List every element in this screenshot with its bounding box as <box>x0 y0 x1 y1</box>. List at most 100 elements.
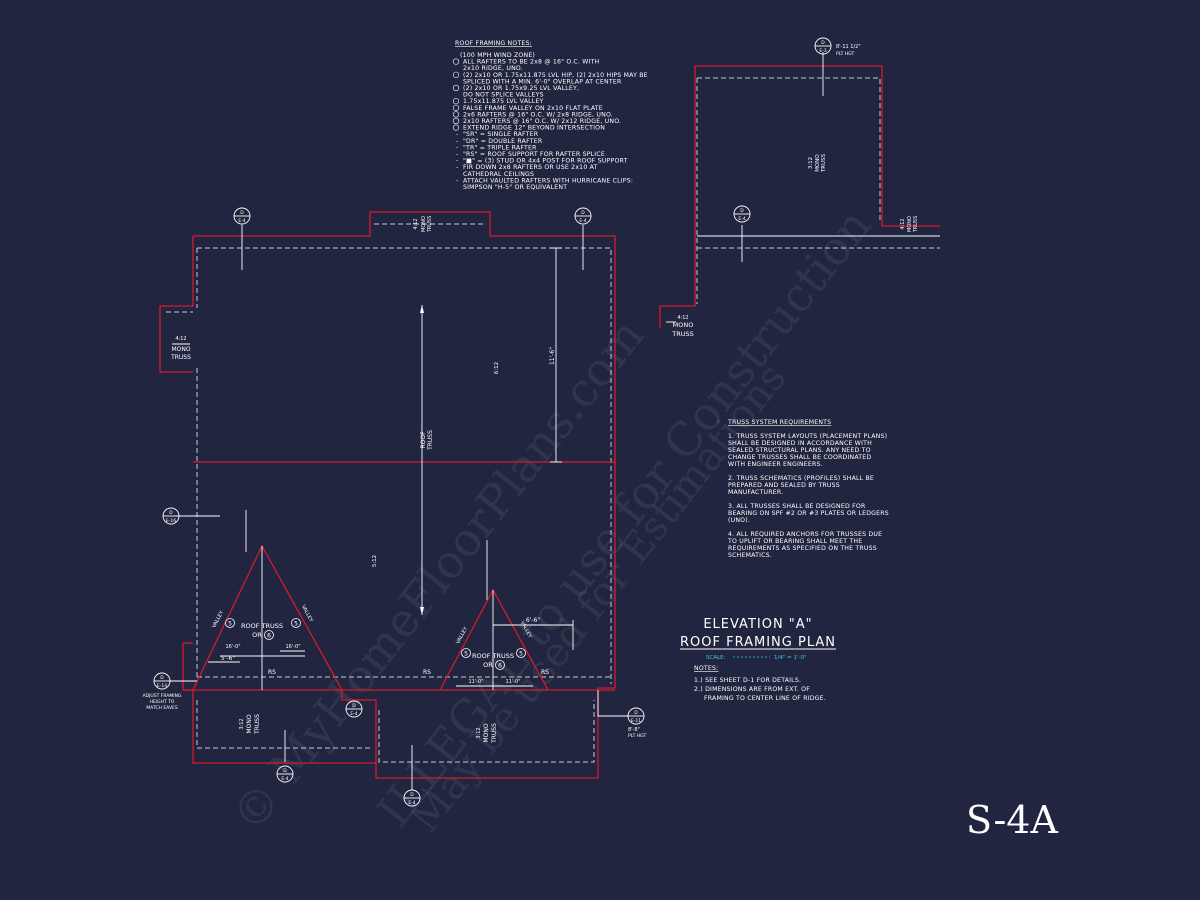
bm-truss: TRUSS <box>491 723 498 744</box>
top-truss: TRUSS <box>427 216 433 234</box>
truss-req-lines: 1. TRUSS SYSTEM LAYOUTS (PLACEMENT PLANS… <box>727 433 889 559</box>
roof-note-marker <box>452 111 460 118</box>
main-truss-label: TRUSS <box>427 430 434 451</box>
plt-hgt-top: PLT HGT <box>836 51 854 57</box>
roof-note-line: "DR" = DOUBLE RAFTER <box>463 138 543 145</box>
gr-dim-6-6: 6'-6" <box>526 617 540 624</box>
right-mono-label: MONO <box>815 154 821 172</box>
plan-title-line-2: ROOF FRAMING PLAN <box>680 635 836 650</box>
right-edge-mono: MONO <box>907 216 913 232</box>
gl-dim-16: 16'-0" <box>225 644 240 650</box>
roof-note-marker <box>452 71 460 78</box>
cbr-sheet: E-11 <box>631 718 641 724</box>
roof-note-line: SIMPSON "H-5" OR EQUIVALENT <box>463 184 567 191</box>
cl-d: D <box>169 510 173 516</box>
gr-dim-11b: 11'-0" <box>505 679 520 685</box>
gr-c6: 6 <box>498 663 502 670</box>
roof-note-line: (100 MPH WIND ZONE) <box>460 52 535 59</box>
truss-req-title: TRUSS SYSTEM REQUIREMENTS <box>727 419 831 426</box>
gl-or: OR <box>252 631 262 639</box>
roof-note-line: FIR DOWN 2x8 RAFTERS OR USE 2x10 AT <box>463 164 598 171</box>
truss-req-line: SCHEMATICS. <box>728 552 772 559</box>
adjust-line-1: ADJUST FRAMING <box>143 693 182 699</box>
plan-title-block: ELEVATION "A" ROOF FRAMING PLAN SCALE: 1… <box>680 617 836 661</box>
roof-note-line: "■" = (3) STUD OR 4x4 POST FOR ROOF SUPP… <box>463 158 628 165</box>
plan-note-2: 2.) DIMENSIONS ARE FROM EXT. OF <box>694 686 810 693</box>
small-mono-left: MONO <box>673 321 694 329</box>
adjust-line-3: MATCH EAVES <box>146 705 178 711</box>
main-roof-label: ROOF <box>420 431 427 449</box>
gr-valley-l: VALLEY <box>455 625 469 645</box>
callout-top-center: D E-4 <box>574 207 592 225</box>
roof-note-line: "SR" = SINGLE RAFTER <box>463 131 539 138</box>
roof-note-marker <box>452 104 460 111</box>
roof-notes-title: ROOF FRAMING NOTES: <box>455 40 532 47</box>
right-roof-outline: 3:12 MONO TRUSS 4:12 MONO TRUSS 4:12 MON… <box>659 37 940 338</box>
roof-note-line: 2x10 RIDGE, UNO. <box>463 65 523 72</box>
plan-scale-value: 1/4" = 1'-0" <box>774 655 807 661</box>
roof-note-line: EXTEND RIDGE 12" BEYOND INTERSECTION <box>463 125 605 132</box>
roof-note-line: DO NOT SPLICE VALLEYS <box>463 92 544 99</box>
truss-req-line: (UNO). <box>728 517 750 524</box>
gl-c5b: 5 <box>294 621 298 628</box>
cbl-d: D <box>160 675 164 681</box>
right-edge-pitch: 4:12 <box>900 218 906 229</box>
callout-tr-d: D <box>821 40 825 46</box>
roof-note-line: "TR" = TRIPLE RAFTER <box>463 144 537 151</box>
roof-note-bullet: - <box>456 177 458 184</box>
roof-note-line: 2x10 RAFTERS @ 16" O.C. W/ 2x12 RIDGE, U… <box>463 117 621 125</box>
right-pitch-label: 3:12 <box>808 157 814 169</box>
cbr-d: D <box>634 710 638 716</box>
cbb-sheet: E-4 <box>408 800 415 806</box>
truss-req-line: TO UPLIFT OR BEARING SHALL MEET THE <box>727 538 862 545</box>
roof-note-bullet: - <box>456 144 458 151</box>
gl-dim-16b: 16'-0" <box>285 644 300 650</box>
sheet-number: S-4A <box>966 798 1058 842</box>
roof-note-marker <box>452 124 460 131</box>
watermark-line-2: ILLEGAL to use for Construction <box>366 199 881 837</box>
roof-note-bullet: - <box>456 131 458 138</box>
roof-note-marker <box>452 98 460 105</box>
roof-note-bullet: - <box>456 151 458 158</box>
right-truss-label: TRUSS <box>821 153 827 173</box>
left-pitch: 4:12 <box>175 336 186 342</box>
roof-framing-notes: ROOF FRAMING NOTES: (100 MPH WIND ZONE)A… <box>452 40 648 191</box>
truss-req-line: BEARING ON SPF #2 OR #3 PLATES OR LEDGER… <box>728 510 889 517</box>
ctc-d: D <box>581 210 585 216</box>
roof-note-line: 1.75x11.875 LVL VALLEY <box>463 98 544 105</box>
callout-top-left: D E-4 <box>233 207 251 225</box>
truss-req-line: REQUIREMENTS AS SPECIFIED ON THE TRUSS <box>728 545 877 552</box>
truss-req-line: 3. ALL TRUSSES SHALL BE DESIGNED FOR <box>728 503 866 510</box>
gable-left: ROOF TRUSS OR 5 5 6 VALLEY VALLEY 16'-0"… <box>192 544 343 691</box>
callout-bottom-a: D E-4 <box>276 765 294 783</box>
gr-dim-11a: 11'-0" <box>468 679 483 685</box>
truss-req-line: 1. TRUSS SYSTEM LAYOUTS (PLACEMENT PLANS… <box>728 433 887 440</box>
plan-note-1: 1.) SEE SHEET D-1 FOR DETAILS. <box>694 677 801 684</box>
pitch-5-12: 5:12 <box>372 555 378 567</box>
roof-note-bullet: - <box>456 164 458 171</box>
right-edge-truss: TRUSS <box>913 216 919 234</box>
gl-rs: RS <box>268 669 276 676</box>
roof-note-line: "RS" = ROOF SUPPORT FOR RAFTER SPLICE <box>463 151 605 158</box>
callout-rm-d: D <box>740 208 744 214</box>
truss-req-line: 4. ALL REQUIRED ANCHORS FOR TRUSSES DUE <box>728 531 882 538</box>
cbb-d: D <box>410 792 414 798</box>
cl-sheet: E-16 <box>166 518 176 524</box>
gr-rs-a: RS <box>423 669 431 676</box>
plan-scale-label: SCALE: <box>706 655 726 661</box>
roof-note-line: (2) 2x10 OR 1.75x11.875 LVL HIP, (2) 2x1… <box>463 72 648 79</box>
ctl-sheet: E-4 <box>238 218 245 224</box>
roof-note-line: SPLICED WITH A MIN. 6'-0" OVERLAP AT CEN… <box>463 78 622 85</box>
truss-req-line: PREPARED AND SEALED BY TRUSS <box>728 482 840 489</box>
watermark: © MyHomeFloorPlans.com ILLEGAL to use fo… <box>221 199 881 842</box>
gl-c6: 6 <box>267 633 271 640</box>
plan-notes-title: NOTES: <box>694 665 718 672</box>
plan-note-3: FRAMING TO CENTER LINE OF RIDGE. <box>704 695 826 702</box>
bm-mono: MONO <box>483 723 490 742</box>
pitch-6-12: 6:12 <box>494 362 500 374</box>
roof-note-marker <box>452 84 460 92</box>
main-roof-outline: ROOF TRUSS 6:12 5:12 11'-6" 4:12 MONO TR… <box>159 211 616 790</box>
callout-right-mid: D E-4 <box>733 205 751 223</box>
gl-dim-5-6: 5'-6" <box>221 655 235 662</box>
callout-bottom-right: D E-11 8'-8" PLT HGT <box>597 690 646 739</box>
